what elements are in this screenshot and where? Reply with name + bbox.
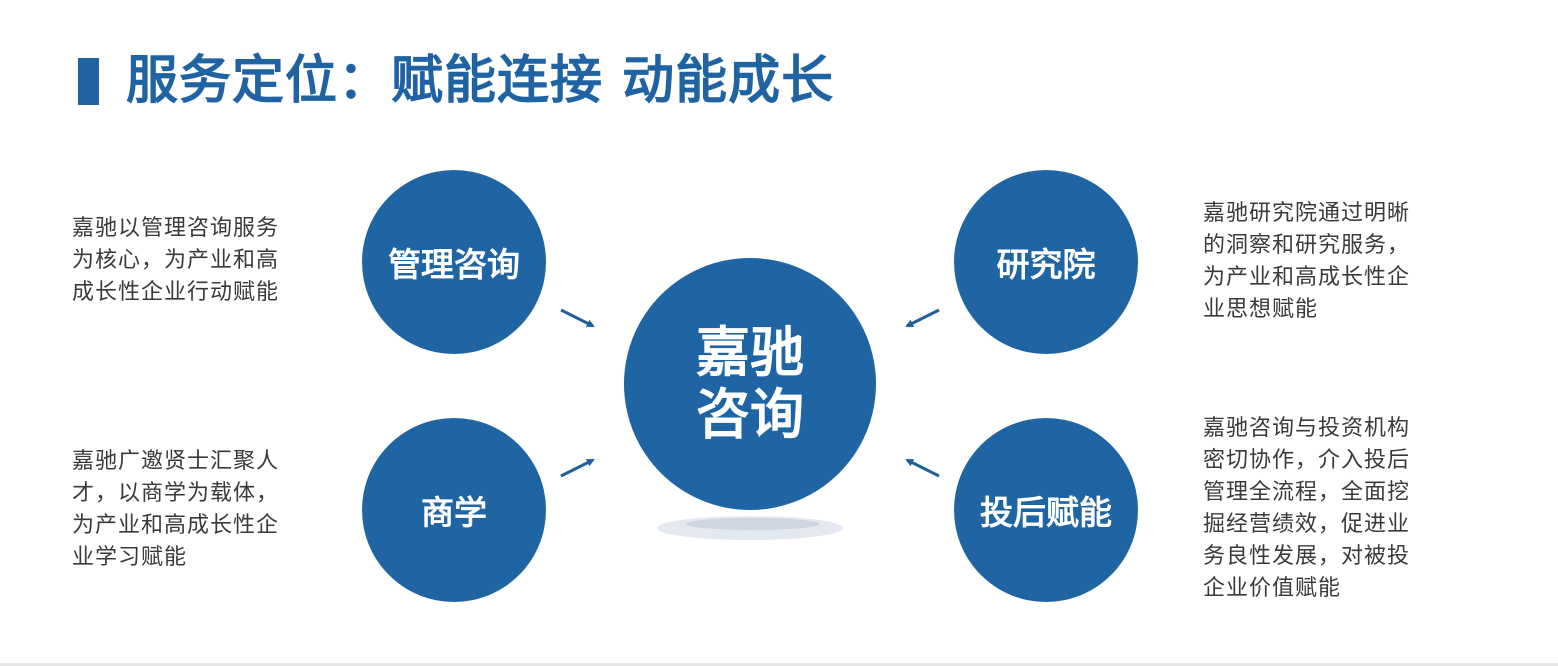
center-label-line1: 嘉驰 bbox=[696, 321, 804, 384]
node-label: 管理咨询 bbox=[388, 245, 520, 284]
center-shadow-inner bbox=[686, 518, 820, 530]
title-accent-bar bbox=[78, 58, 99, 105]
node-business-school: 商学 bbox=[362, 418, 546, 602]
description-line: 嘉驰以管理咨询服务 bbox=[72, 216, 280, 241]
arrow-icon bbox=[560, 458, 595, 478]
description-line: 才，以商学为载体， bbox=[72, 481, 280, 506]
description-research-institute: 嘉驰研究院通过明晰 的洞察和研究服务， 为产业和高成长性企 业思想赋能 bbox=[1203, 198, 1443, 326]
description-line: 成长性企业行动赋能 bbox=[72, 280, 280, 305]
description-line: 业思想赋能 bbox=[1203, 297, 1319, 322]
description-post-investment: 嘉驰咨询与投资机构 密切协作，介入投后 管理全流程，全面挖 掘经营绩效，促进业 … bbox=[1203, 413, 1443, 605]
node-management-consulting: 管理咨询 bbox=[362, 170, 546, 354]
arrow-icon bbox=[560, 308, 595, 328]
description-line: 企业价值赋能 bbox=[1203, 576, 1342, 601]
description-line: 为产业和高成长性企 bbox=[72, 513, 280, 538]
description-line: 业学习赋能 bbox=[72, 545, 188, 570]
description-line: 掘经营绩效，促进业 bbox=[1203, 512, 1411, 537]
description-line: 管理全流程，全面挖 bbox=[1203, 480, 1411, 505]
description-line: 的洞察和研究服务， bbox=[1203, 233, 1411, 258]
description-line: 为核心，为产业和高 bbox=[72, 248, 280, 273]
node-post-investment: 投后赋能 bbox=[954, 418, 1138, 602]
description-management-consulting: 嘉驰以管理咨询服务 为核心，为产业和高 成长性企业行动赋能 bbox=[72, 213, 312, 309]
node-label: 投后赋能 bbox=[980, 493, 1112, 532]
description-line: 嘉驰咨询与投资机构 bbox=[1203, 416, 1411, 441]
arrow-icon bbox=[905, 308, 940, 328]
description-line: 密切协作，介入投后 bbox=[1203, 448, 1411, 473]
description-line: 嘉驰研究院通过明晰 bbox=[1203, 201, 1411, 226]
node-research-institute: 研究院 bbox=[954, 170, 1138, 354]
description-line: 嘉驰广邀贤士汇聚人 bbox=[72, 449, 280, 474]
node-center-jiachi-consulting: 嘉驰 咨询 bbox=[624, 258, 876, 510]
description-business-school: 嘉驰广邀贤士汇聚人 才，以商学为载体， 为产业和高成长性企 业学习赋能 bbox=[72, 446, 312, 574]
description-line: 务良性发展，对被投 bbox=[1203, 544, 1411, 569]
arrow-icon bbox=[905, 458, 940, 478]
node-label: 商学 bbox=[421, 493, 487, 532]
page-title: 服务定位：赋能连接 动能成长 bbox=[126, 51, 835, 111]
description-line: 为产业和高成长性企 bbox=[1203, 265, 1411, 290]
center-label-line2: 咨询 bbox=[696, 383, 804, 446]
bottom-divider bbox=[0, 663, 1558, 666]
node-label: 研究院 bbox=[996, 245, 1096, 284]
